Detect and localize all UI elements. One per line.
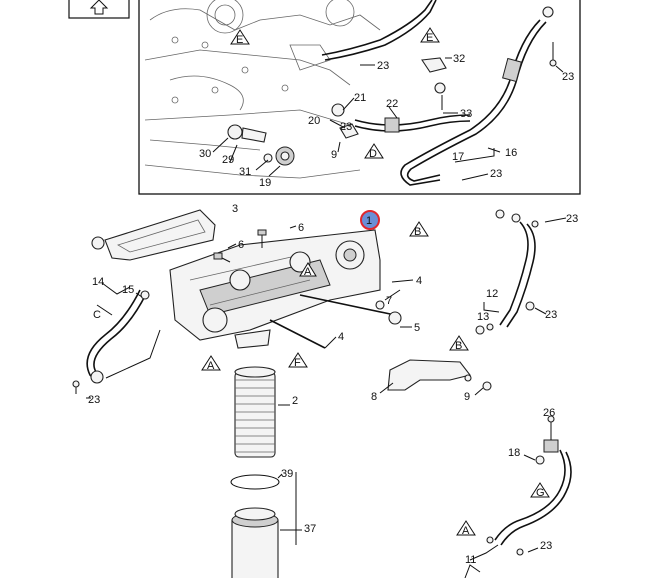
callout-21: 21: [354, 92, 366, 104]
callout-15: 15: [122, 284, 134, 296]
callout-8: 8: [371, 391, 377, 403]
callout-9-top: 9: [331, 149, 337, 161]
svg-text:B: B: [414, 226, 421, 238]
callout-11: 11: [465, 554, 476, 566]
callout-26: 26: [543, 407, 555, 419]
callout-23-inset-b: 23: [562, 71, 574, 83]
callout-32: 32: [453, 53, 465, 65]
callout-23-inset-d: 23: [340, 121, 352, 133]
callout-13: 13: [477, 311, 489, 323]
view-ref-E-top-left: E: [230, 29, 250, 46]
callout-23-pipe-mid: 23: [545, 309, 557, 321]
callout-4-bolt: 4: [416, 275, 422, 287]
callout-23-lower: 23: [540, 540, 552, 552]
view-ref-D: D: [364, 143, 384, 160]
svg-text:B: B: [455, 340, 462, 352]
engine-inset-frame: [138, 0, 581, 195]
view-ref-G: G: [530, 482, 550, 499]
callout-20: 20: [308, 115, 320, 127]
callout-23-inset-c: 23: [490, 168, 502, 180]
svg-text:A: A: [304, 266, 312, 278]
view-ref-A-small: A: [299, 262, 317, 278]
filter-housing-assembly[interactable]: [169, 229, 381, 349]
filter-cover-37[interactable]: [231, 507, 279, 581]
callout-5: 5: [414, 322, 420, 334]
callout-22: 22: [386, 98, 398, 110]
svg-text:A: A: [462, 525, 470, 537]
svg-text:A: A: [207, 360, 215, 372]
callout-16: 16: [505, 147, 517, 159]
bracket-part-8[interactable]: [387, 359, 471, 391]
view-ref-A-lower: A: [456, 520, 476, 537]
view-ref-E-top-right: E: [420, 27, 440, 44]
callout-30: 30: [199, 148, 211, 160]
view-ref-B-main: B: [409, 221, 429, 238]
oil-filter-element-2[interactable]: [234, 366, 276, 458]
callout-9-bracket: 9: [464, 391, 470, 403]
callout-6-left: 6: [238, 239, 244, 251]
callout-6-right: 6: [298, 222, 304, 234]
callout-39: 39: [281, 468, 293, 480]
svg-text:E: E: [426, 32, 433, 44]
callout-17: 17: [452, 151, 464, 163]
view-ref-B-pipe: B: [449, 335, 469, 352]
callout-33: 33: [460, 108, 472, 120]
callout-29: 29: [222, 154, 234, 166]
callout-23-pipe-top: 23: [566, 213, 578, 225]
callout-31: 31: [239, 166, 251, 178]
callout-12: 12: [486, 288, 498, 300]
view-ref-F: F: [288, 352, 308, 369]
svg-text:F: F: [294, 357, 301, 369]
view-ref-A-housing: A: [201, 355, 221, 372]
callout-3: 3: [232, 203, 238, 215]
svg-text:G: G: [536, 487, 545, 499]
callout-19: 19: [259, 177, 271, 189]
up-arrow-icon: [89, 0, 109, 15]
svg-text:E: E: [236, 34, 243, 46]
callout-23-left: 23: [88, 394, 100, 406]
callout-37: 37: [304, 523, 316, 535]
gasket-part-3[interactable]: [91, 209, 216, 261]
callout-1-highlighted[interactable]: 1: [360, 210, 380, 230]
callout-7: 7: [386, 295, 392, 307]
callout-23-inset-a: 23: [377, 60, 389, 72]
callout-labels: 2 3 4 4 5 6 6 7 8 9 9 11 12 13 14 15 16 …: [88, 53, 578, 566]
svg-text:1: 1: [366, 215, 372, 227]
view-ref-C: C: [93, 309, 101, 321]
svg-text:D: D: [369, 148, 377, 160]
callout-2: 2: [292, 395, 298, 407]
svg-text:C: C: [93, 309, 101, 321]
callout-18: 18: [508, 447, 520, 459]
navigation-up-button[interactable]: [68, 0, 130, 19]
callout-4-lower: 4: [338, 331, 344, 343]
callout-14: 14: [92, 276, 104, 288]
